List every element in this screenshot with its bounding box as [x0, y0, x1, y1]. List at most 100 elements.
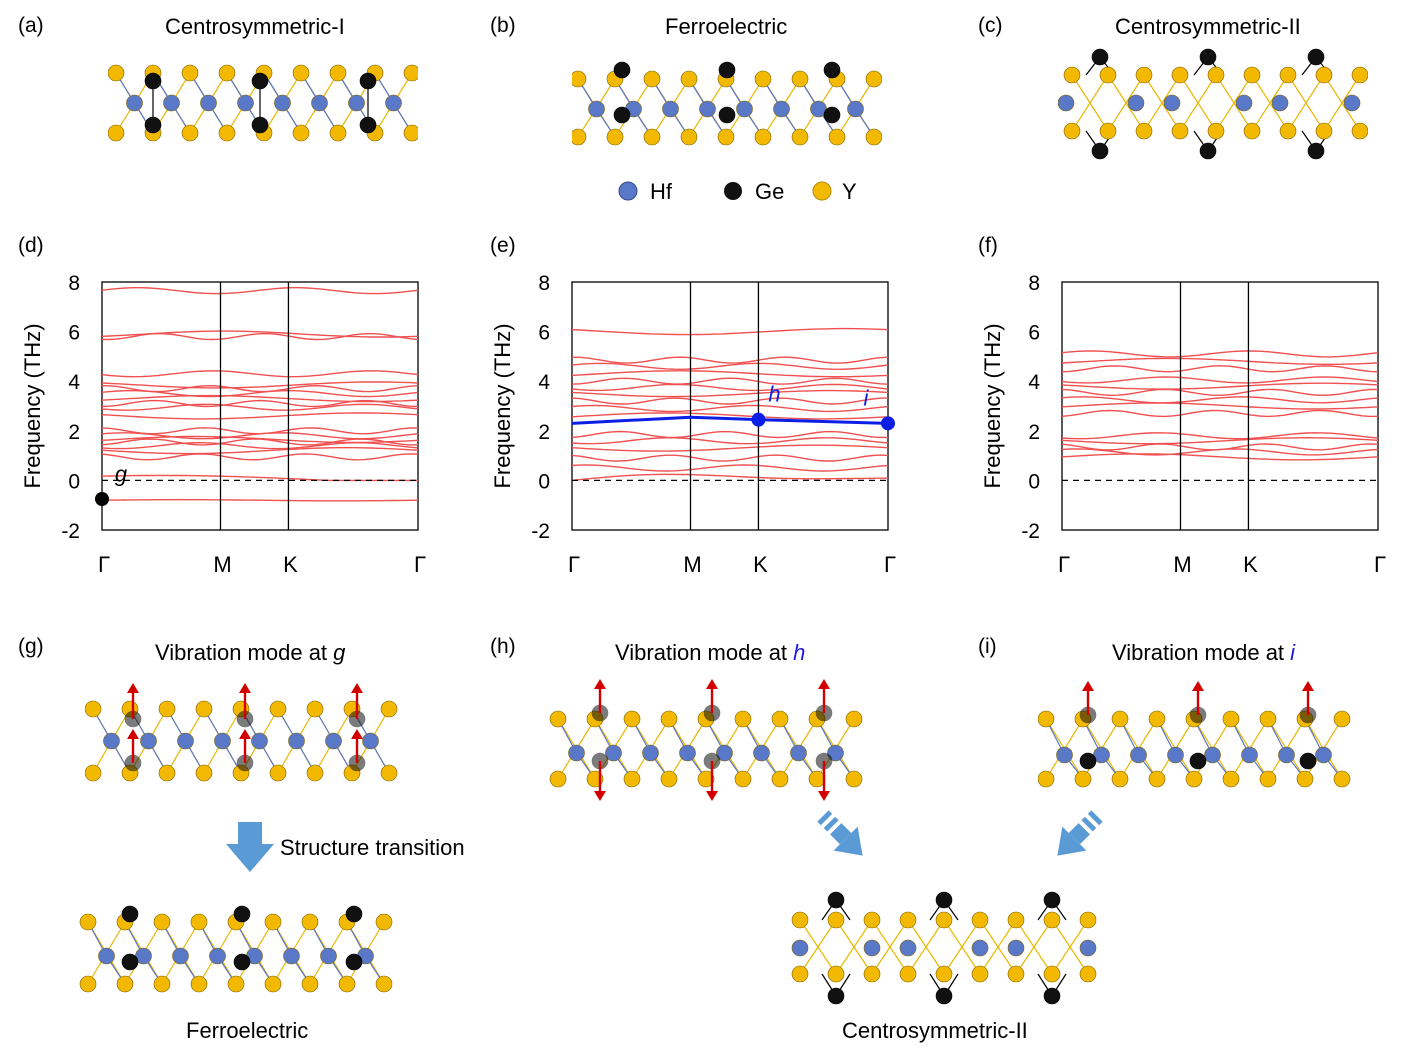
transition-arrow-down	[226, 822, 274, 872]
hf-atom	[325, 732, 342, 750]
phonon-band-line	[1061, 409, 1379, 418]
hf-atom	[1079, 939, 1097, 957]
y-tick-label: 6	[68, 322, 80, 345]
title-mode-i: i	[1290, 640, 1296, 665]
y-atom	[935, 911, 953, 929]
vibration-arrow-head	[706, 791, 718, 801]
y-atom	[1079, 965, 1097, 983]
hf-atom	[237, 94, 254, 112]
y-tick-label: -2	[1021, 520, 1040, 543]
phonon-band-line	[571, 412, 889, 420]
phonon-band-line	[101, 370, 419, 378]
transition-arrow-diagonal-right	[817, 810, 863, 856]
y-atom	[329, 124, 347, 142]
phonon-band-line	[571, 437, 889, 445]
vibration-arrow-head	[127, 683, 139, 693]
ge-atom	[233, 953, 251, 971]
phonon-band-line	[571, 397, 889, 405]
y-tick-label: 2	[1028, 421, 1040, 444]
vibration-arrow-head	[351, 729, 363, 739]
y-legend-label: Y	[842, 179, 857, 204]
y-tick-label: 8	[68, 272, 80, 295]
y-atom	[1207, 66, 1225, 84]
y-atom	[269, 700, 287, 718]
vibration-arrow-head	[1082, 681, 1094, 691]
y-atom	[1038, 710, 1055, 728]
y-atom	[1207, 122, 1225, 140]
hf-atom	[568, 744, 585, 762]
y-tick-label: 8	[538, 272, 550, 295]
ge-atom	[1043, 891, 1061, 909]
y-atom	[828, 128, 846, 146]
plot-frame	[1061, 281, 1379, 531]
y-atom	[264, 975, 282, 993]
y-atom	[1135, 122, 1153, 140]
panel-title-h: Vibration mode at h	[615, 640, 805, 666]
hf-atom	[1167, 746, 1184, 764]
hf-atom	[1343, 94, 1361, 112]
y-atom	[791, 911, 809, 929]
y-atom	[1185, 770, 1203, 788]
hf-atom	[172, 947, 189, 965]
vibration-arrow-head	[127, 729, 139, 739]
y-tick-label: 2	[68, 421, 80, 444]
y-atom	[1259, 710, 1277, 728]
phonon-band-line	[1061, 453, 1379, 461]
y-atom	[863, 965, 881, 983]
y-atom	[549, 770, 567, 788]
y-atom	[549, 710, 567, 728]
ge-atom	[718, 61, 736, 79]
result-label-ferroelectric: Ferroelectric	[186, 1018, 309, 1043]
hf-atom	[679, 744, 696, 762]
structure-transition-label: Structure transition	[280, 835, 465, 860]
hf-atom	[214, 732, 231, 750]
hf-atom	[1278, 746, 1295, 764]
y-atom	[1222, 770, 1240, 788]
phonon-band-line	[571, 444, 889, 452]
result-ferroelectric-structure	[79, 905, 393, 993]
atomic-bond	[1179, 74, 1217, 132]
y-atom	[292, 124, 310, 142]
panel-label-a: (a)	[18, 14, 44, 37]
ge-atom	[251, 116, 269, 134]
y-atom	[623, 710, 641, 728]
hf-atom	[98, 947, 115, 965]
ge-atom	[1189, 752, 1207, 770]
vibration-arrow-head	[818, 791, 830, 801]
y-atom	[403, 124, 418, 142]
phonon-band-line	[1061, 365, 1379, 373]
y-atom	[1171, 66, 1189, 84]
y-atom	[375, 913, 393, 931]
y-atom	[717, 128, 735, 146]
phonon-band-line	[101, 498, 419, 502]
y-atom	[375, 975, 393, 993]
phonon-band-line	[1061, 350, 1379, 358]
mode-annotation-g: g	[115, 462, 128, 487]
y-atom	[697, 770, 715, 788]
y-atom	[791, 70, 809, 88]
y-atom	[1063, 122, 1081, 140]
y-atom	[1315, 122, 1333, 140]
y-atom	[1315, 66, 1333, 84]
y-legend-marker	[812, 181, 832, 201]
y-atom	[1333, 770, 1351, 788]
panel-label-h: (h)	[490, 635, 516, 658]
highlighted-band-line	[571, 415, 889, 425]
y-atom	[1111, 770, 1129, 788]
title-mode-h: h	[793, 640, 806, 665]
atomic-bond	[1143, 74, 1181, 132]
k-path-label: Γ	[884, 552, 896, 577]
transition-arrow-diagonal-left	[1057, 810, 1103, 856]
y-atom	[643, 128, 661, 146]
ge-atom	[233, 905, 251, 923]
vibration-arrow-head	[706, 679, 718, 689]
y-atom	[153, 913, 171, 931]
y-atom	[623, 770, 641, 788]
phonon-band-line	[571, 430, 888, 439]
y-atom	[329, 64, 347, 82]
atomic-bond	[979, 919, 1017, 975]
y-tick-label: 0	[1028, 470, 1040, 493]
mode-annotation-i: i	[864, 385, 870, 410]
phonon-band-line	[1061, 357, 1379, 365]
